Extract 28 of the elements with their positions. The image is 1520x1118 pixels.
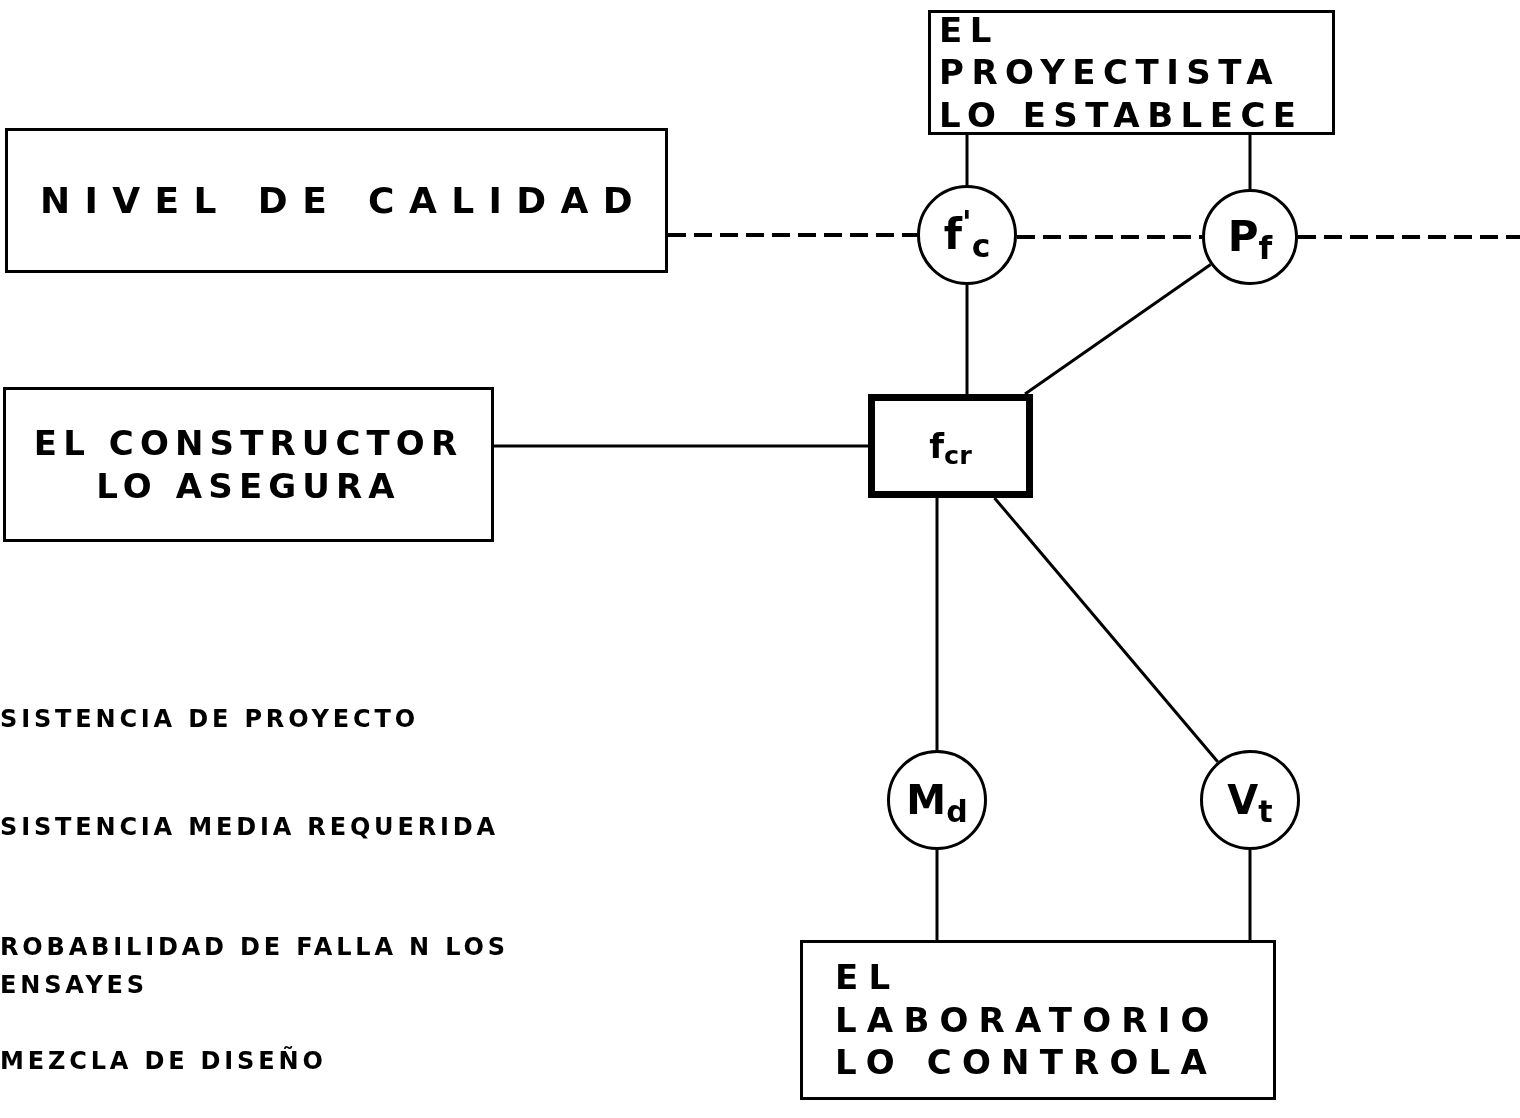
connector-line	[1248, 850, 1252, 940]
connector-line	[1024, 263, 1212, 396]
connector-line	[993, 497, 1219, 763]
process-box	[868, 394, 1033, 498]
connector-line	[935, 498, 939, 750]
definition-text: SISTENCIA MEDIA REQUERIDA	[0, 812, 500, 843]
node-text: f$_{cr}$	[929, 424, 972, 468]
definition-text: SISTENCIA DE PROYECTO	[0, 704, 420, 735]
node-text: EL CONSTRUCTOR LO ASEGURA	[32, 422, 465, 507]
node-text: NIVEL DE CALIDAD	[40, 179, 649, 223]
connector-line	[494, 444, 868, 448]
node-text: P$_{f}$	[1227, 210, 1273, 264]
connector-line	[935, 850, 939, 940]
dashed-connector	[1298, 235, 1520, 239]
definition-text: ROBABILIDAD DE FALLA N LOS ENSAYES	[0, 932, 510, 1002]
node-text: EL PROYECTISTA LO ESTABLECE	[939, 8, 1305, 137]
definition-text: MEZCLA DE DISEÑO	[0, 1045, 328, 1077]
process-box	[5, 128, 668, 273]
process-box	[3, 387, 494, 542]
connector-line	[965, 285, 969, 394]
dashed-connector	[668, 233, 917, 237]
process-box	[800, 940, 1276, 1100]
node-text: V$_{t}$	[1227, 776, 1273, 825]
dashed-connector	[1016, 235, 1202, 239]
connector-line	[1248, 135, 1252, 189]
node-text: EL LABORATORIO LO CONTROLA	[835, 956, 1221, 1084]
connector-line	[965, 135, 969, 185]
node-text: M$_{d}$	[906, 776, 968, 825]
